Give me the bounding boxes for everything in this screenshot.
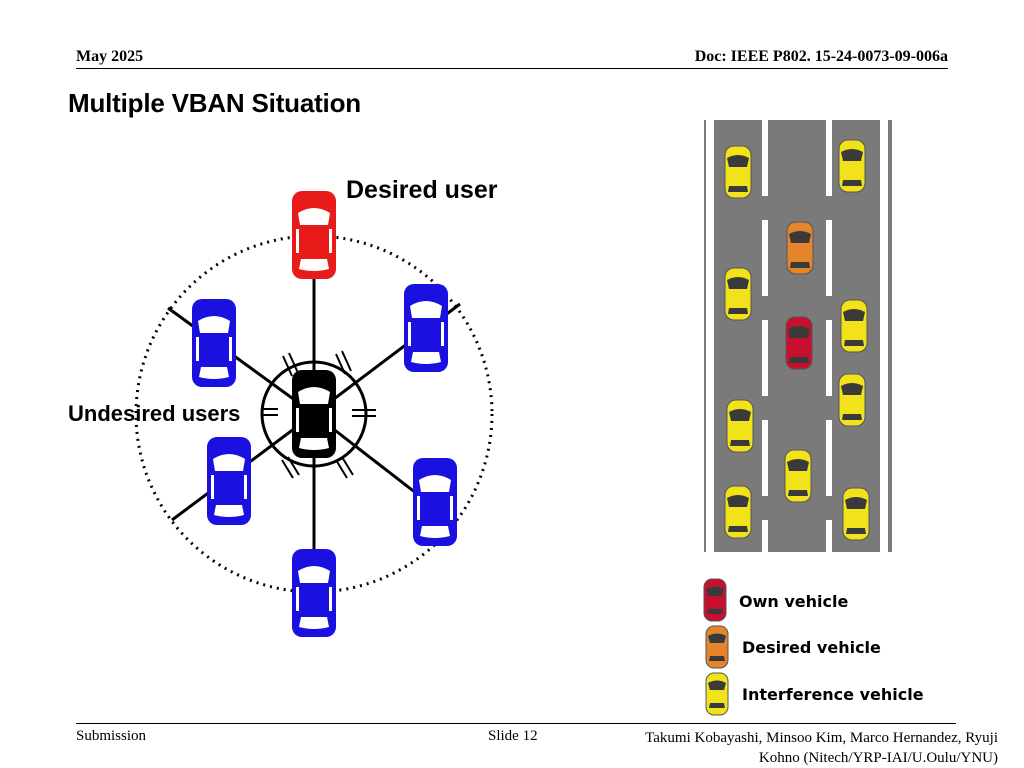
footer-authors-line1: Takumi Kobayashi, Minsoo Kim, Marco Hern… — [645, 730, 998, 746]
own-user-car — [292, 370, 336, 458]
lane-dashes — [762, 120, 832, 552]
legend-own-vehicle: Own vehicle — [739, 592, 849, 611]
interference-vehicle — [726, 399, 754, 453]
interference-vehicle — [838, 139, 866, 193]
footer-submission: Submission — [76, 728, 147, 744]
footer-authors: Takumi Kobayashi, Minsoo Kim, Marco Hern… — [578, 728, 998, 768]
header-date: May 2025 — [76, 48, 144, 65]
road-illustration — [704, 120, 892, 552]
interference-vehicle — [842, 487, 870, 541]
interference-vehicle — [840, 299, 868, 353]
interference-vehicle — [784, 449, 812, 503]
footer-slide-number: Slide 12 — [488, 728, 538, 744]
undesired-user-car — [192, 299, 236, 387]
own-vehicle-icon — [703, 578, 727, 622]
slide-title: Multiple VBAN Situation — [68, 88, 361, 118]
footer-divider — [76, 723, 956, 724]
coverage-circle — [134, 234, 494, 594]
road-edge-line — [706, 120, 714, 552]
road-edge-line — [880, 120, 888, 552]
desired-vehicle-icon — [705, 625, 729, 669]
header-doc-id: Doc: IEEE P802. 15-24-0073-09-006a — [694, 48, 948, 65]
interference-vehicle — [724, 267, 752, 321]
legend-desired-vehicle: Desired vehicle — [742, 638, 881, 657]
desired-user-car — [292, 191, 336, 279]
interference-vehicle-icon — [705, 672, 729, 716]
desired-vehicle — [786, 221, 814, 275]
footer-authors-line2: Kohno (Nitech/YRP-IAI/U.Oulu/YNU) — [758, 750, 998, 766]
blocked-link-marks — [262, 350, 376, 479]
legend-interference-vehicle: Interference vehicle — [742, 685, 924, 704]
undesired-users-label: Undesired users — [68, 401, 241, 426]
interference-vehicle — [724, 485, 752, 539]
undesired-user-car — [207, 437, 251, 525]
header-divider — [76, 68, 948, 69]
desired-user-label: Desired user — [346, 176, 498, 204]
undesired-user-car — [413, 458, 457, 546]
interference-vehicle — [838, 373, 866, 427]
undesired-user-car — [404, 284, 448, 372]
own-vehicle — [785, 316, 813, 370]
undesired-user-car — [292, 549, 336, 637]
interference-vehicle — [724, 145, 752, 199]
